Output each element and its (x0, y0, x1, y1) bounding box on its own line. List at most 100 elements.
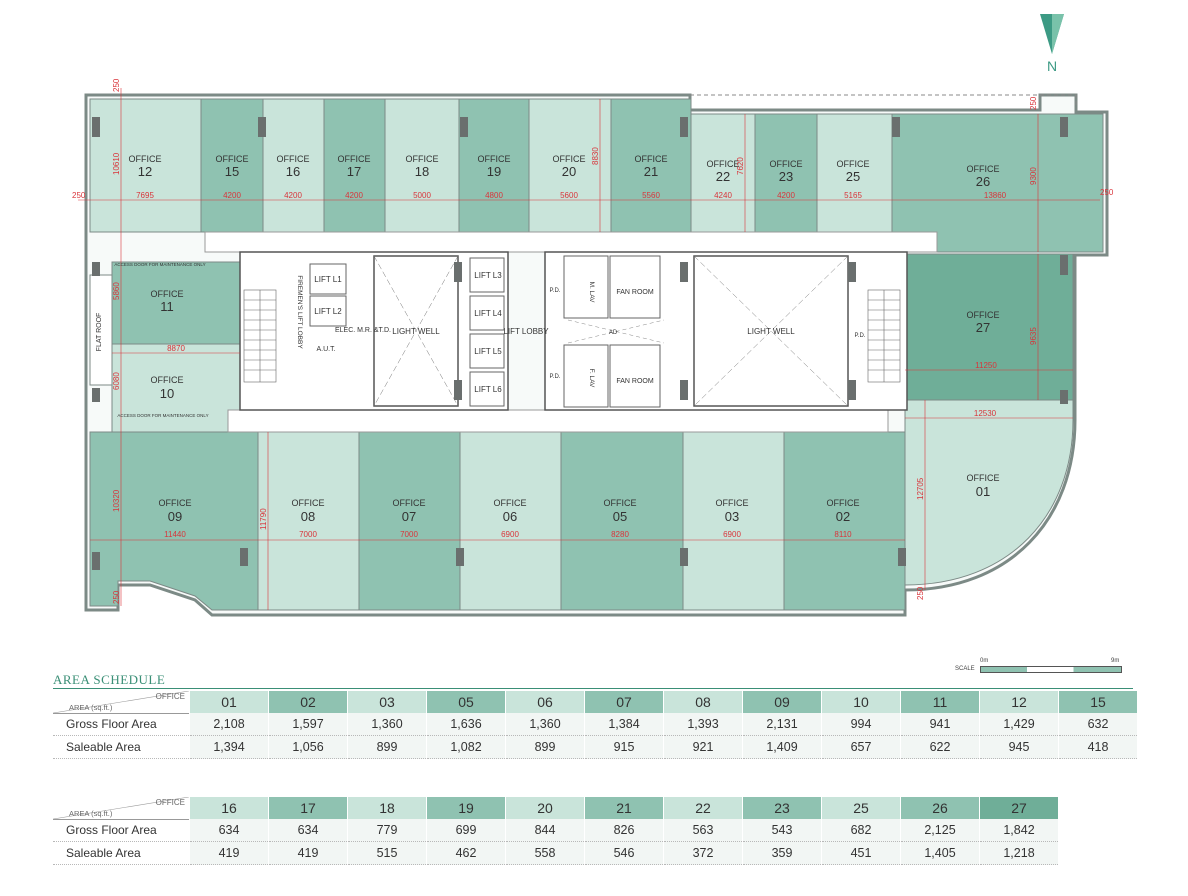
light-well-right (693, 255, 849, 407)
gross-area-cell: 682 (821, 819, 901, 842)
male-lav-label: M. LAV (588, 282, 595, 303)
gross-area-cell: 844 (505, 819, 585, 842)
row-label-saleable: Saleable Area (53, 735, 190, 759)
structural-columns (92, 117, 1068, 570)
elec-room-label: ELEC. M.R. &T.D. (335, 327, 391, 334)
office-number-cell: 19 (426, 797, 506, 819)
saleable-area-cell: 515 (347, 841, 427, 865)
lift-label: LIFT L3 (474, 271, 502, 280)
room-office-21[interactable] (610, 98, 692, 233)
office-number-cell: 10 (821, 691, 901, 713)
office-dimension: 4800 (485, 191, 503, 200)
pd-label: P.D. (550, 374, 561, 380)
table-header-cell: OFFICE AREA (sq.ft.) (53, 691, 190, 714)
room-office-20[interactable] (528, 98, 612, 233)
gross-area-cell: 1,360 (347, 713, 427, 736)
room-office-27[interactable] (904, 253, 1074, 401)
office-word: OFFICE (707, 159, 740, 169)
room-office-12[interactable] (89, 98, 202, 233)
dim-label: 10610 (112, 152, 121, 175)
office-number: 11 (160, 299, 174, 314)
room-office-02[interactable] (783, 431, 906, 611)
office-number: 20 (562, 164, 576, 179)
lift-label: LIFT L5 (474, 347, 502, 356)
office-dimension: 5165 (844, 191, 862, 200)
room-office-15[interactable] (200, 98, 264, 233)
pd-label: P.D. (550, 288, 561, 294)
saleable-area-cell: 418 (1058, 735, 1137, 759)
gross-area-cell: 1,842 (979, 819, 1058, 842)
office-word: OFFICE (635, 154, 668, 164)
dim-label: 250 (1100, 188, 1114, 197)
core-labels: LIFT L1 LIFT L2 LIFT L3 LIFT L4 LIFT L5 … (96, 262, 866, 418)
header-office: OFFICE (155, 692, 185, 701)
office-dimension: 4200 (345, 191, 363, 200)
ad-label: AD (609, 330, 618, 336)
gross-area-cell: 1,384 (584, 713, 664, 736)
office-labels: OFFICE 12 7695 OFFICE 15 4200 OFFICE 16 … (129, 154, 1007, 539)
office-word: OFFICE (216, 154, 249, 164)
gross-area-cell: 2,108 (189, 713, 269, 736)
female-lavatory (563, 344, 609, 408)
office-dimension: 7000 (400, 530, 418, 539)
room-office-11[interactable] (111, 261, 241, 345)
office-dimension: 4200 (777, 191, 795, 200)
flat-roof-label: FLAT ROOF (96, 313, 103, 352)
dim-label: 250 (112, 78, 121, 92)
office-word: OFFICE (967, 164, 1000, 174)
room-office-07[interactable] (358, 431, 461, 611)
dim-label: 5860 (112, 282, 121, 300)
office-word: OFFICE (837, 159, 870, 169)
room-office-16[interactable] (262, 98, 325, 233)
room-office-03[interactable] (682, 431, 785, 611)
gross-area-cell: 1,360 (505, 713, 585, 736)
saleable-area-cell: 546 (584, 841, 664, 865)
office-number: 25 (846, 169, 860, 184)
side-office-rooms (89, 253, 1074, 586)
lift-label: LIFT L4 (474, 309, 502, 318)
office-number-cell: 15 (1058, 691, 1137, 713)
lift-lobby-label: LIFT LOBBY (503, 327, 549, 336)
room-office-08[interactable] (257, 431, 360, 611)
saleable-area-cell: 558 (505, 841, 585, 865)
saleable-area-cell: 1,082 (426, 735, 506, 759)
office-number: 07 (402, 509, 416, 524)
office-number: 18 (415, 164, 429, 179)
room-office-01[interactable] (904, 399, 1074, 586)
access-door-label: ACCESS DOOR FOR MAINTENANCE ONLY (114, 262, 205, 267)
office-number-cell: 25 (821, 797, 901, 819)
room-office-05[interactable] (560, 431, 684, 611)
room-office-06[interactable] (459, 431, 562, 611)
lift-l4 (469, 295, 505, 331)
room-office-22[interactable] (690, 113, 756, 233)
office-word: OFFICE (129, 154, 162, 164)
table-header-cell: OFFICE AREA (sq.ft.) (53, 797, 190, 820)
room-office-10[interactable] (111, 343, 241, 433)
office-number: 19 (487, 164, 501, 179)
office-number-cell: 07 (584, 691, 664, 713)
office-number-cell: 17 (268, 797, 348, 819)
dim-label: 6080 (112, 372, 121, 390)
header-office: OFFICE (155, 798, 185, 807)
office-word: OFFICE (967, 473, 1000, 483)
lift-l5 (469, 333, 505, 369)
fan-room-top (609, 255, 661, 319)
floor-plan: OFFICE 12 7695 OFFICE 15 4200 OFFICE 16 … (72, 78, 1114, 617)
room-office-26[interactable] (891, 113, 1104, 253)
dim-label: 7620 (736, 157, 745, 175)
office-number-cell: 12 (979, 691, 1059, 713)
office-dimension: 6900 (723, 530, 741, 539)
lift-label: LIFT L6 (474, 385, 502, 394)
saleable-area-cell: 451 (821, 841, 901, 865)
saleable-area-cell: 359 (742, 841, 822, 865)
dim-label: 12705 (916, 477, 925, 500)
firemen-lobby-label: FIREMEN'S LIFT LOBBY (296, 275, 303, 349)
office-number: 06 (503, 509, 517, 524)
office-dimension: 7000 (299, 530, 317, 539)
dim-label: 8830 (591, 147, 600, 165)
scale-bar (980, 666, 1122, 673)
